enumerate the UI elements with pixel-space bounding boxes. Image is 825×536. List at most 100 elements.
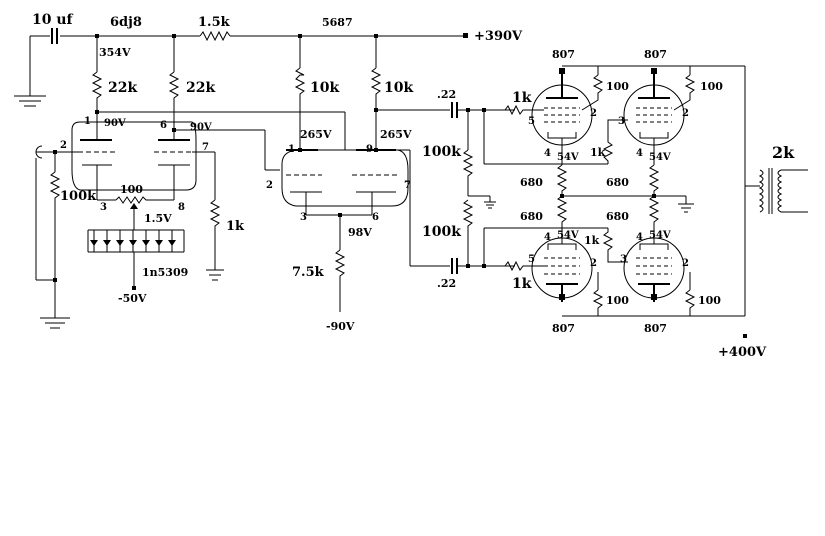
label-100k-input: 100k (60, 189, 97, 204)
pin-label: 8 (178, 202, 185, 213)
resistor-1k-g3 (504, 260, 530, 272)
label-cap-in: 10 uf (32, 12, 74, 28)
resistor-22k-b (168, 71, 180, 130)
label-10k-a: 10k (310, 80, 339, 96)
pin-label: 6 (372, 212, 379, 223)
diode-icon (103, 240, 111, 246)
label-680-2: 680 (606, 176, 629, 189)
label-1k-g2: 1k (590, 146, 606, 159)
ground-symbol-output (678, 203, 694, 213)
diode-icon (168, 240, 176, 246)
label-v265b: 265V (380, 128, 412, 141)
pin-label: 1 (288, 144, 295, 155)
pin-label: 3 (618, 116, 625, 127)
label-diode: 1n5309 (142, 266, 188, 279)
resistor-1k-g1 (504, 104, 530, 116)
label-807-1: 807 (552, 48, 575, 61)
tube-807-1 (530, 72, 593, 146)
label-b-plus: +390V (474, 29, 523, 44)
resistor-100k-input (49, 171, 61, 280)
label-100-1: 100 (606, 80, 629, 93)
pin-label: 6 (160, 120, 167, 131)
diode-icon (155, 240, 163, 246)
resistor-10k-a (294, 67, 306, 150)
pin-label: 2 (682, 258, 689, 269)
label-1k-g4: 1k (584, 234, 600, 247)
label-v1-5: 1.5V (144, 212, 172, 225)
label-680-4: 680 (606, 210, 629, 223)
output-transformer (700, 66, 808, 338)
potentiometer-100 (115, 196, 174, 204)
resistor-1k-grid (209, 199, 221, 270)
label-22k-a: 22k (108, 80, 137, 96)
pin-label: 4 (544, 232, 551, 243)
diode-icon (116, 240, 124, 246)
label-cap022-top: .22 (437, 88, 456, 101)
tube-6dj8 (71, 112, 197, 200)
label-pot100: 100 (120, 183, 143, 196)
diode-string (87, 229, 185, 290)
label-vneg90: -90V (326, 320, 355, 333)
label-100-4: 100 (698, 294, 721, 307)
pin-label: 5 (528, 116, 535, 127)
label-tube2: 5687 (322, 16, 353, 29)
pin-label: 2 (682, 108, 689, 119)
diode-icon (90, 240, 98, 246)
resistor-100-4 (684, 289, 696, 316)
pin-label: 5 (528, 254, 535, 265)
label-v90a: 90V (104, 118, 126, 129)
label-22k-b: 22k (186, 80, 215, 96)
label-807-4: 807 (644, 322, 667, 335)
label-100k-g1: 100k (422, 144, 461, 160)
label-1-5k: 1.5k (198, 15, 231, 30)
diode-icon (142, 240, 150, 246)
tube-807-3 (530, 237, 593, 302)
label-100-3: 100 (606, 294, 629, 307)
resistor-10k-b (370, 67, 382, 150)
pin-label: 2 (266, 180, 273, 191)
ground-symbol-1k (206, 269, 224, 281)
resistor-100-1 (581, 74, 604, 111)
pin-label: 4 (636, 232, 643, 243)
label-10k-b: 10k (384, 80, 413, 96)
ground-symbol-input (40, 317, 70, 329)
label-680-3: 680 (520, 210, 543, 223)
resistor-1-5k (199, 30, 231, 42)
label-cap022-bot: .22 (437, 277, 456, 290)
label-v354: 354V (99, 46, 131, 59)
label-vneg50: -50V (118, 292, 147, 305)
pin-label: 4 (636, 148, 643, 159)
pin-label: 7 (202, 142, 209, 153)
tube-5687 (281, 149, 409, 207)
label-807-2: 807 (644, 48, 667, 61)
label-1k-g1: 1k (512, 90, 532, 106)
resistor-100-3 (592, 289, 604, 316)
label-xfmr: 2k (772, 143, 795, 162)
pin-label: 2 (590, 258, 597, 269)
label-1k-g3: 1k (512, 276, 532, 292)
resistor-680-4 (648, 195, 660, 244)
top-supply-rail (29, 33, 468, 96)
input-capacitor (51, 28, 58, 44)
pin-label: 3 (620, 254, 627, 265)
ground-symbol-top-left (14, 95, 46, 107)
label-100-2: 100 (700, 80, 723, 93)
label-7-5k: 7.5k (292, 265, 325, 280)
pin-label: 3 (100, 202, 107, 213)
resistor-22k-a (91, 71, 103, 112)
resistor-680-2 (648, 164, 660, 196)
label-v54-1: 54V (557, 152, 579, 163)
resistor-1k-g4 (602, 228, 628, 263)
label-v265a: 265V (300, 128, 332, 141)
tube-807-2 (623, 72, 685, 146)
resistor-680-3 (556, 195, 568, 244)
label-100k-g2: 100k (422, 224, 461, 240)
resistor-100-2 (673, 74, 696, 111)
label-tube1: 6dj8 (110, 15, 142, 30)
label-807-3: 807 (552, 322, 575, 335)
label-v54-4: 54V (649, 230, 671, 241)
pin-label: 7 (404, 180, 411, 191)
label-680-1: 680 (520, 176, 543, 189)
resistor-1k-g2 (602, 119, 628, 164)
